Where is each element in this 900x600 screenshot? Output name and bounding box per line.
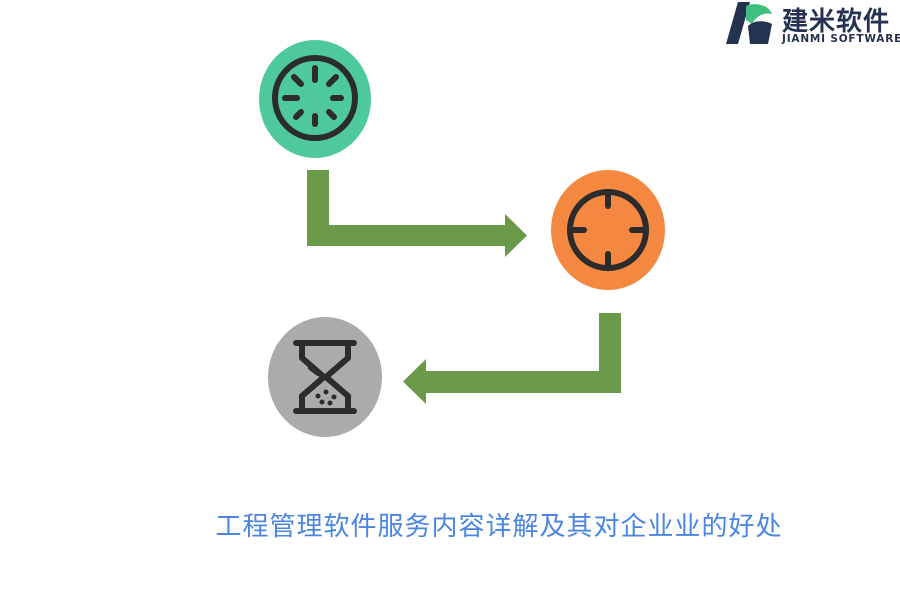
target-icon bbox=[567, 189, 649, 271]
arrowhead-right-icon bbox=[505, 214, 527, 257]
hourglass-icon bbox=[293, 340, 357, 414]
connector-gauge-to-target bbox=[307, 170, 527, 257]
node-target bbox=[551, 170, 665, 290]
diagram-caption: 工程管理软件服务内容详解及其对企业业的好处 bbox=[215, 512, 783, 542]
connector-target-to-hourglass bbox=[403, 313, 621, 404]
node-target-circle bbox=[551, 170, 665, 290]
gauge-icon bbox=[272, 55, 358, 141]
logo-chinese-name: 建米软件 bbox=[782, 7, 891, 37]
node-gauge bbox=[259, 40, 371, 158]
jianmi-logo-mark-icon bbox=[726, 2, 772, 44]
logo-english-name: JIANMI SOFTWARE bbox=[782, 33, 900, 45]
brand-logo: 建米软件 JIANMI SOFTWARE bbox=[724, 0, 900, 48]
node-hourglass bbox=[268, 317, 382, 437]
arrowhead-left-icon bbox=[403, 359, 426, 404]
